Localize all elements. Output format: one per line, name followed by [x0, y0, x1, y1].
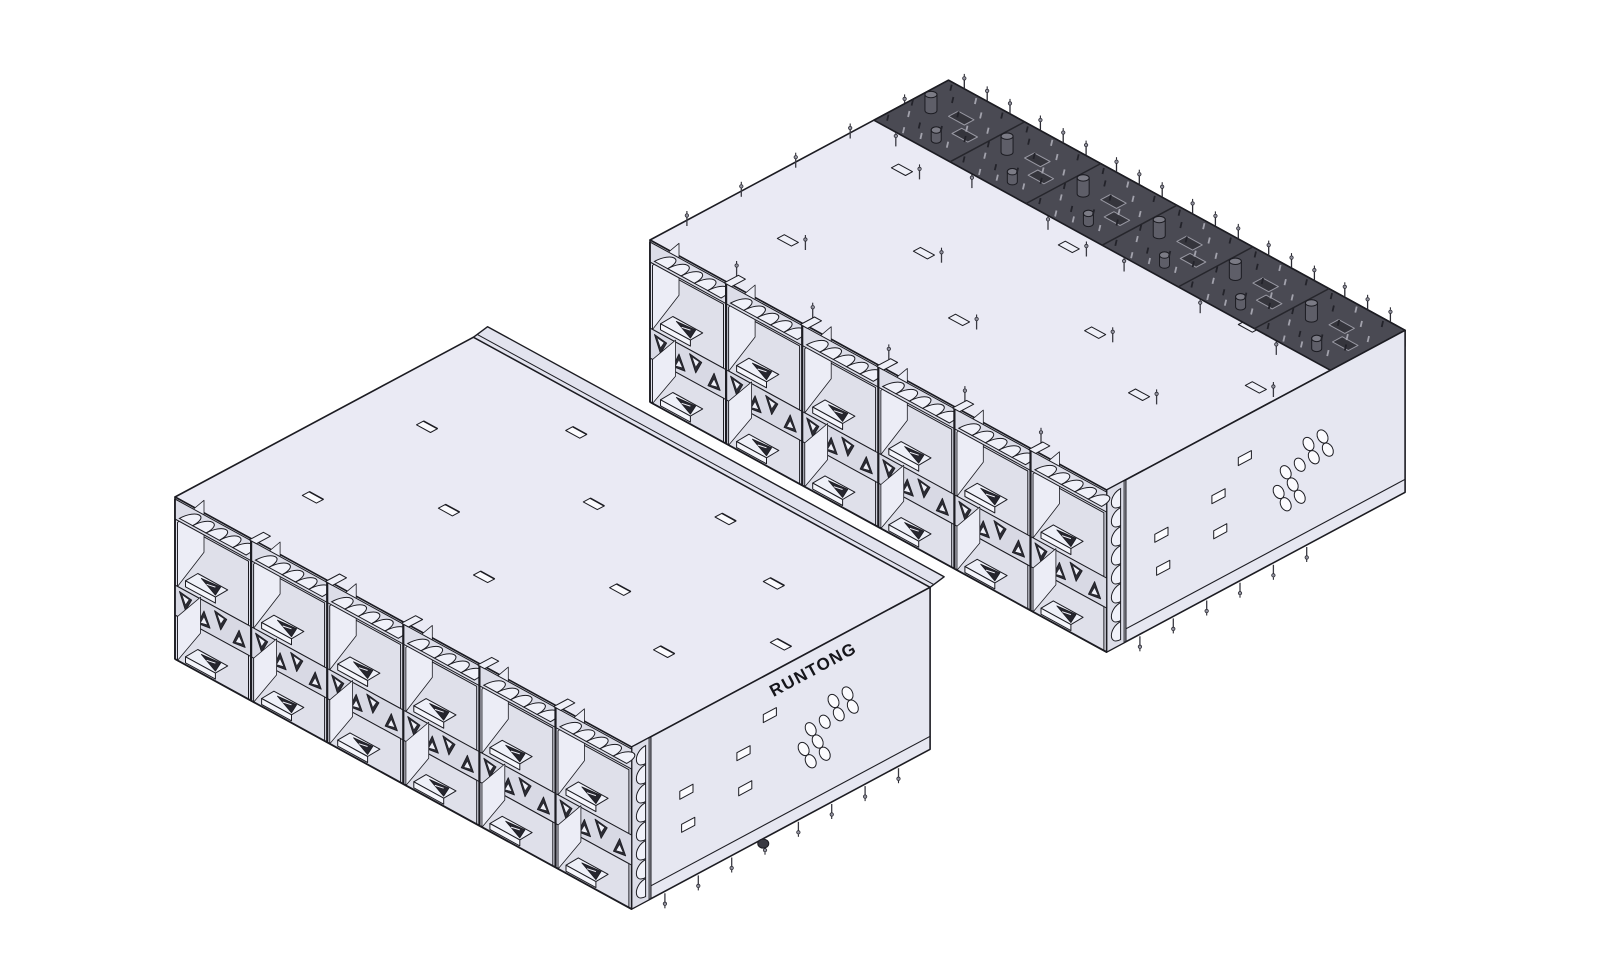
port-column: [1028, 441, 1111, 652]
side-slots: [679, 707, 777, 833]
port-column: [723, 274, 806, 485]
top-cutouts: [301, 420, 792, 658]
bottom-edge-pins: [1137, 547, 1309, 652]
cage-assembly-front-top-view: [174, 326, 945, 910]
port-column: [649, 241, 730, 443]
port-column: [477, 656, 560, 867]
bottom-edge-pins: [662, 768, 901, 909]
rear-flange: [472, 326, 945, 588]
port-grid-front-face: [649, 239, 1111, 653]
gasket-finger-strip: [477, 656, 560, 728]
gasket-finger-strip: [723, 274, 806, 346]
gasket-finger-strip: [649, 241, 730, 305]
end-wall-face: [630, 586, 931, 910]
vent-hole-cluster: [797, 686, 859, 769]
cage-assembly-bottom-view: [649, 73, 1406, 653]
corner-gasket-column: [631, 737, 650, 910]
port-column: [174, 498, 255, 700]
gasket-finger-strip: [401, 615, 484, 687]
port-column: [876, 358, 959, 568]
port-column: [952, 399, 1035, 610]
side-slots: [1154, 450, 1252, 576]
port-column: [324, 573, 407, 784]
connector-strip: [873, 73, 1406, 387]
corner-gasket-column: [1106, 480, 1125, 653]
port-column: [248, 531, 331, 742]
port-grid-front-face: [174, 496, 636, 910]
vent-hole-cluster: [1272, 429, 1334, 512]
port-column: [401, 615, 484, 825]
cage-top-face: [174, 326, 945, 748]
